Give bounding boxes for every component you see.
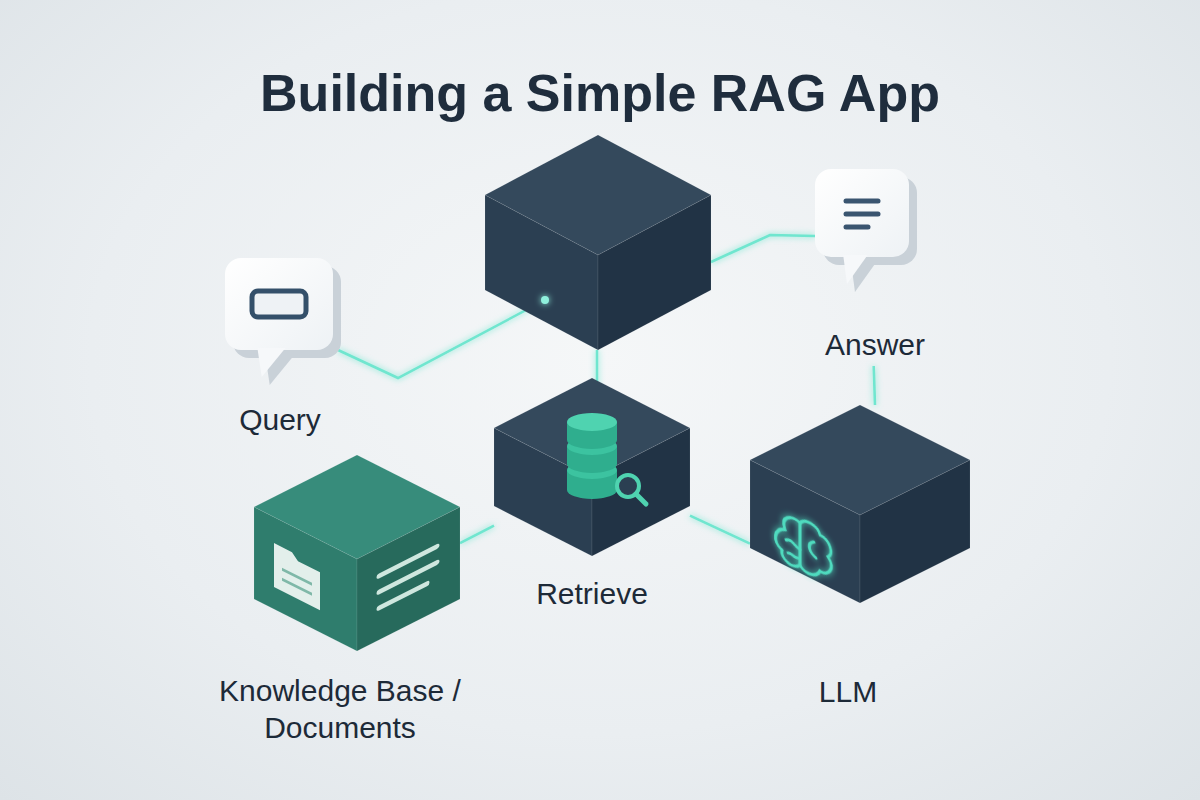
connector bbox=[690, 516, 750, 544]
glow-dot bbox=[541, 296, 549, 304]
bubble-face bbox=[815, 169, 909, 257]
cube-face bbox=[860, 460, 970, 603]
node-label: Knowledge Base / Documents bbox=[210, 672, 470, 746]
node-label: Answer bbox=[825, 326, 925, 363]
glow-line bbox=[338, 300, 545, 378]
cube-face bbox=[592, 428, 690, 556]
cube-face bbox=[485, 195, 598, 350]
cube-node: Knowledge Base / Documents bbox=[254, 455, 460, 651]
hub-cube bbox=[485, 135, 711, 350]
cube-face bbox=[494, 428, 592, 556]
cube-face bbox=[357, 507, 460, 651]
speech-bubble: Query bbox=[222, 255, 344, 445]
glow-line bbox=[711, 235, 815, 262]
bubble-shape bbox=[222, 255, 344, 387]
bubble-face bbox=[257, 348, 285, 377]
node-label: Retrieve bbox=[536, 575, 648, 612]
connector bbox=[874, 366, 875, 405]
database-icon bbox=[567, 413, 646, 504]
connector bbox=[460, 526, 494, 544]
brain-icon bbox=[776, 506, 832, 585]
diagram-title: Building a Simple RAG App bbox=[0, 60, 1200, 126]
cube-face bbox=[254, 507, 357, 651]
folder-icon bbox=[274, 543, 320, 610]
cube-shape bbox=[750, 405, 970, 603]
node-label: Query bbox=[239, 401, 321, 438]
cube-shape bbox=[494, 378, 690, 556]
cube-face bbox=[598, 195, 711, 350]
cube-node: LLM bbox=[750, 405, 970, 603]
bubble-face bbox=[225, 258, 333, 350]
speech-bubble: Answer bbox=[812, 166, 920, 366]
node-label: LLM bbox=[819, 673, 877, 710]
bubble-face bbox=[843, 255, 867, 284]
input-icon bbox=[252, 291, 306, 317]
cube-shape bbox=[254, 455, 460, 651]
cube-node: Retrieve bbox=[494, 378, 690, 556]
text-icon bbox=[846, 201, 878, 227]
cube-face bbox=[750, 460, 860, 603]
document-lines bbox=[379, 547, 437, 608]
bubble-shape bbox=[812, 166, 920, 294]
